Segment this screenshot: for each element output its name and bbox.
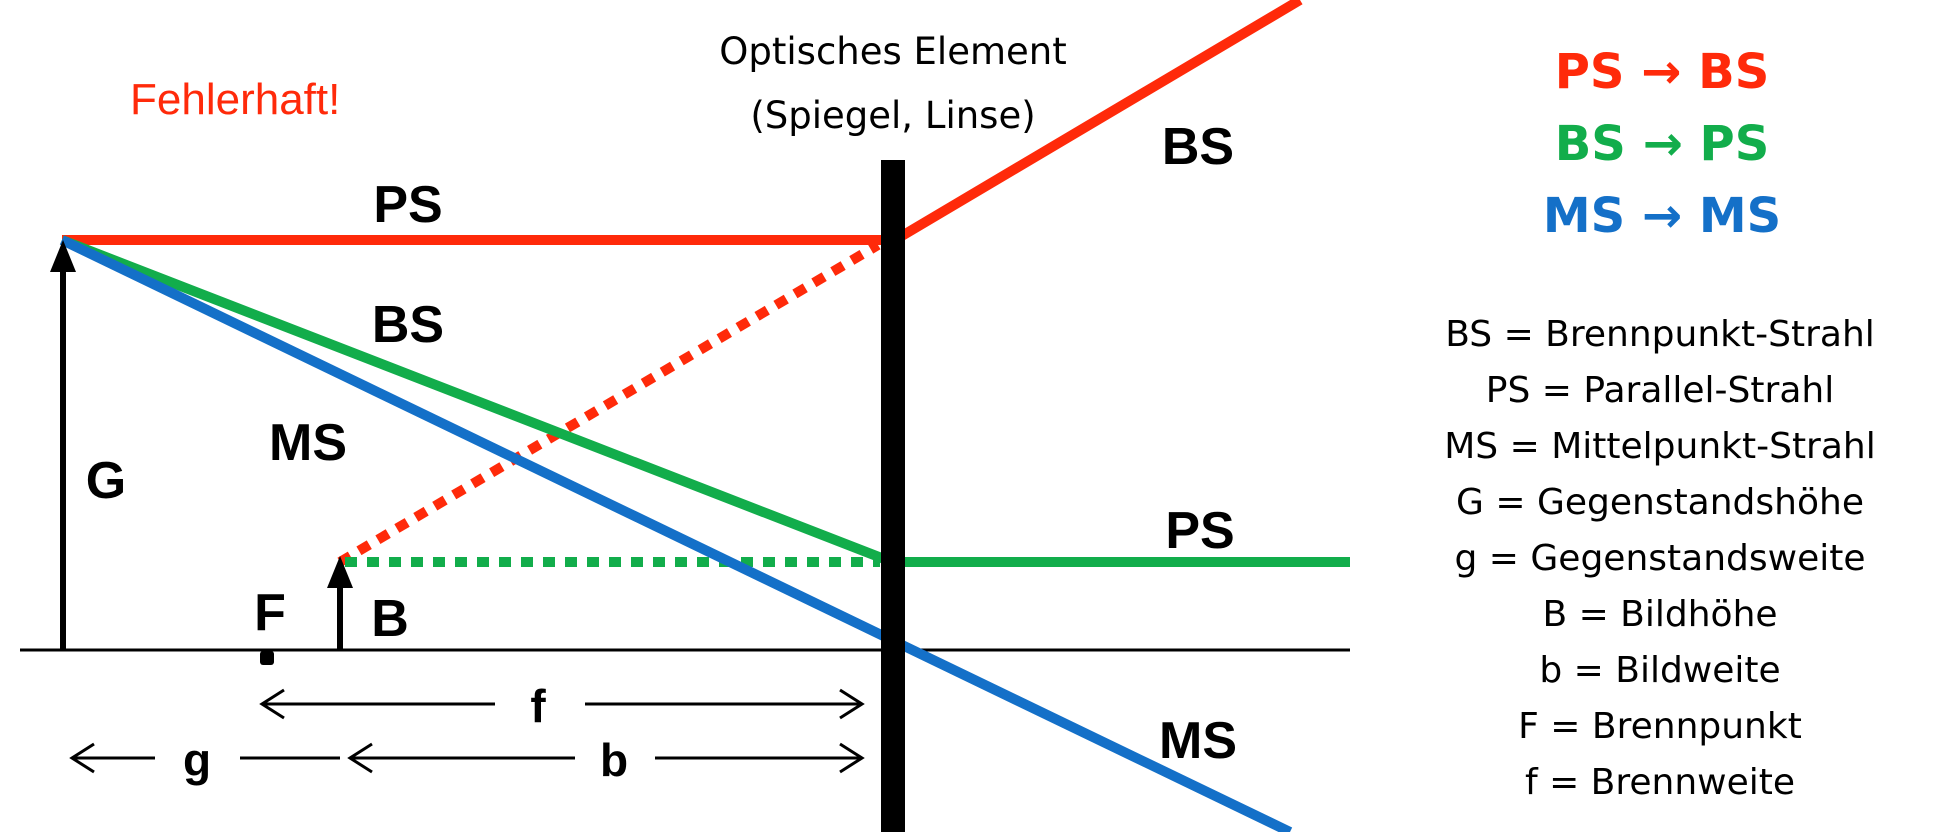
optical-element-bar (881, 160, 905, 832)
legend-entry: G = Gegenstandshöhe (1456, 482, 1864, 523)
focal-point-dot (260, 651, 274, 665)
symbol-g: g (183, 734, 211, 786)
rule-ms-ms: MS → MS (1543, 188, 1781, 244)
image-arrow-head (327, 556, 353, 588)
rule-ps-bs: PS → BS (1555, 44, 1770, 100)
legend-entry: f = Brennweite (1525, 762, 1795, 803)
element-title-line2: (Spiegel, Linse) (750, 94, 1035, 137)
ray-label-bs-left: BS (372, 296, 444, 354)
rule-bs-ps: BS → PS (1555, 116, 1770, 172)
legend-entry: F = Brennpunkt (1518, 706, 1802, 747)
ray-label-ps-left: PS (373, 176, 442, 234)
symbol-F: F (254, 584, 286, 642)
ps-ray-virtual-extension (337, 240, 881, 567)
ray-label-ps-right: PS (1165, 502, 1234, 560)
symbol-G: G (86, 452, 126, 510)
legend-entry: B = Bildhöhe (1542, 594, 1777, 635)
ray-label-bs-right: BS (1162, 118, 1234, 176)
bs-ray (60, 235, 1350, 567)
object-arrow-head (50, 240, 76, 272)
legend-entry: PS = Parallel-Strahl (1486, 370, 1834, 411)
ray-label-ms-left: MS (269, 414, 347, 472)
legend-entry: b = Bildweite (1539, 650, 1780, 691)
image-distance-dimension (347, 742, 865, 774)
focal-length-dimension (259, 688, 865, 720)
object-distance-dimension (69, 742, 340, 774)
legend-entry: MS = Mittelpunkt-Strahl (1444, 426, 1876, 467)
ray-label-ms-right: MS (1159, 712, 1237, 770)
legend-entry: BS = Brennpunkt-Strahl (1445, 314, 1875, 355)
element-title-line1: Optisches Element (719, 30, 1066, 73)
warning-label: Fehlerhaft! (130, 75, 340, 124)
legend: BS = Brennpunkt-Strahl PS = Parallel-Str… (1444, 314, 1876, 803)
symbol-B: B (371, 590, 409, 648)
symbol-b: b (600, 734, 628, 786)
legend-entry: g = Gegenstandsweite (1455, 538, 1866, 579)
ms-ray (59, 235, 1293, 832)
symbol-f: f (530, 680, 546, 732)
